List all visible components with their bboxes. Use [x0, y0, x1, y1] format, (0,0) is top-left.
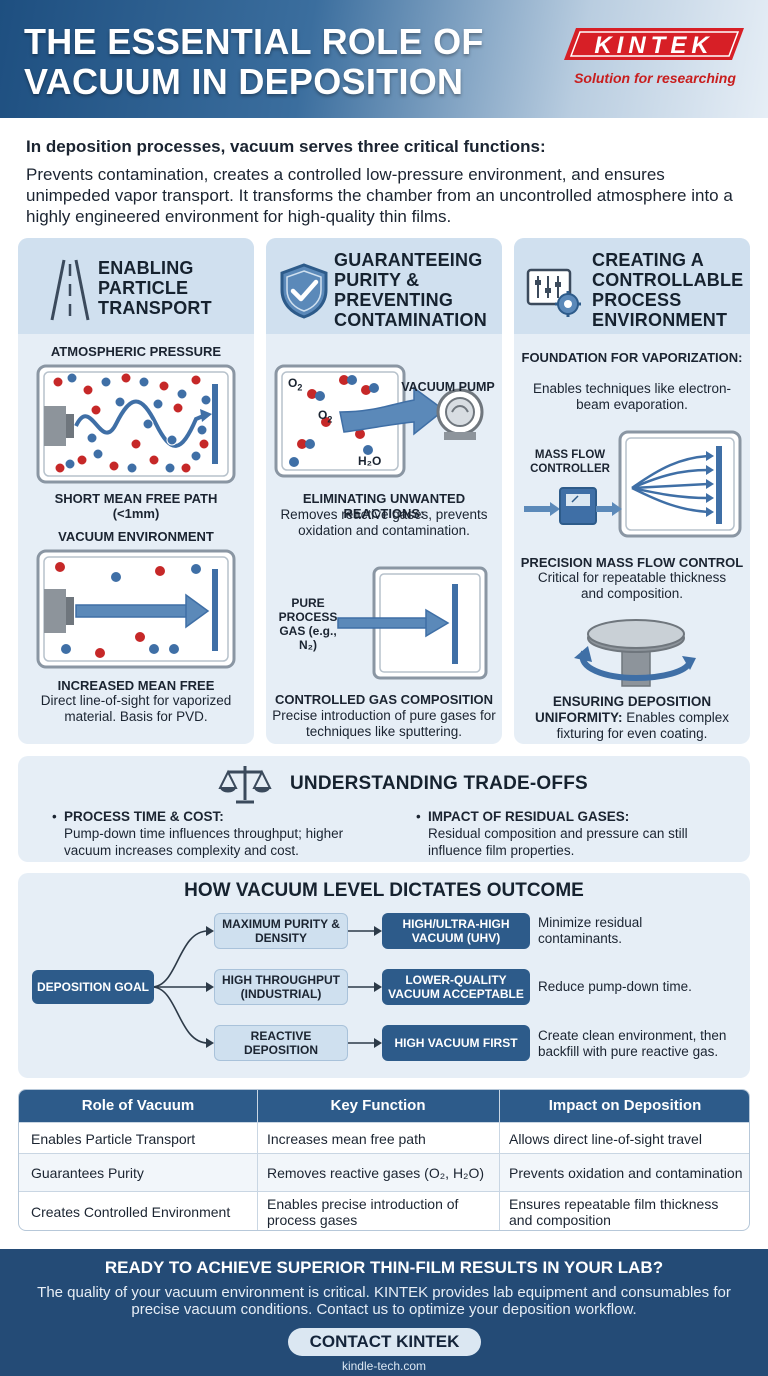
intro-lead: In deposition processes, vacuum serves t… — [26, 137, 546, 156]
mass-flow-diagram — [524, 430, 742, 538]
tradeoff-left-body: Pump-down time influences throughput; hi… — [64, 826, 344, 858]
process-gas-chamber-diagram — [337, 566, 488, 680]
mfc-label: MASS FLOW CONTROLLER — [530, 449, 610, 475]
tradeoff-right-title: IMPACT OF RESIDUAL GASES: — [428, 809, 630, 824]
page-title: THE ESSENTIAL ROLE OF VACUUM IN DEPOSITI… — [24, 21, 484, 102]
vacuum-high-first: HIGH VACUUM FIRST — [382, 1025, 530, 1061]
table-cell: Creates Controlled Environment — [31, 1204, 231, 1220]
vacuum-env-label: VACUUM ENVIRONMENT — [58, 529, 214, 544]
table-divider — [257, 1090, 258, 1230]
scales-icon — [218, 766, 272, 804]
outcome-note: Reduce pump-down time. — [538, 979, 692, 994]
need-throughput: HIGH THROUGHPUT (INDUSTRIAL) — [214, 969, 348, 1005]
short-path-label: SHORT MEAN FREE PATH (<1mm) — [54, 491, 218, 521]
panel-title: GUARANTEEING PURITY & PREVENTING CONTAMI… — [334, 250, 487, 330]
footer-body: The quality of your vacuum environment i… — [37, 1284, 731, 1318]
outcome-note: Minimize residual contaminants. — [538, 915, 643, 946]
brand-tagline: Solution for researching — [574, 70, 736, 86]
atmospheric-label: ATMOSPHERIC PRESSURE — [50, 344, 222, 359]
table-cell: Enables precise introduction of process … — [267, 1196, 459, 1228]
o2-label-b: O2 — [318, 408, 333, 425]
gas-composition-body: Precise introduction of pure gases for t… — [272, 708, 496, 739]
pure-gas-label: PURE PROCESS GAS (e.g., N₂) — [278, 596, 338, 652]
outcome-section: HOW VACUUM LEVEL DICTATES OUTCOME DEPOSI… — [18, 873, 750, 1078]
outcome-title: HOW VACUUM LEVEL DICTATES OUTCOME — [184, 880, 584, 901]
footer-url-link[interactable]: kindle-tech.com — [341, 1359, 427, 1373]
table-row: Guarantees Purity Removes reactive gases… — [19, 1153, 749, 1191]
table-row: Enables Particle Transport Increases mea… — [19, 1122, 749, 1153]
table-cell: Ensures repeatable film thickness and co… — [509, 1196, 719, 1228]
deposition-goal: DEPOSITION GOAL — [32, 970, 154, 1004]
foundation-title: FOUNDATION FOR VAPORIZATION: — [521, 350, 743, 365]
atmospheric-chamber-diagram — [36, 364, 236, 484]
column-header: Impact on Deposition — [548, 1097, 702, 1114]
table-cell: Removes reactive gases (O₂, H₂O) — [267, 1165, 485, 1181]
rotating-fixture-diagram — [574, 619, 696, 687]
road-icon — [50, 259, 90, 321]
kintek-logo: KINTEK — [564, 28, 744, 60]
foundation-body: Enables techniques like electron-beam ev… — [532, 381, 732, 412]
vacuum-chamber-diagram — [36, 549, 236, 669]
contact-kintek-button[interactable]: CONTACT KINTEK — [288, 1328, 481, 1356]
footer-cta: READY TO ACHIEVE SUPERIOR THIN-FILM RESU… — [0, 1249, 768, 1376]
column-header: Key Function — [330, 1097, 426, 1114]
table-cell: Prevents oxidation and contamination — [509, 1165, 743, 1181]
eliminating-body: Removes reactive gases, prevents oxidati… — [280, 507, 488, 538]
tradeoffs-section: UNDERSTANDING TRADE-OFFS • PROCESS TIME … — [18, 756, 750, 862]
contamination-diagram — [274, 364, 484, 478]
shield-check-icon — [280, 263, 328, 319]
uniformity-text: ENSURING DEPOSITION UNIFORMITY: Enables … — [520, 694, 744, 742]
control-panel-gear-icon — [526, 268, 581, 317]
panel-particle-transport: ENABLING PARTICLE TRANSPORT ATMOSPHERIC … — [18, 238, 254, 744]
header-banner: THE ESSENTIAL ROLE OF VACUUM IN DEPOSITI… — [0, 0, 768, 118]
intro: In deposition processes, vacuum serves t… — [26, 136, 746, 227]
increased-mfp-body: Direct line-of-sight for vaporized mater… — [40, 693, 232, 724]
panel-control: CREATING A CONTROLLABLE PROCESS ENVIRONM… — [514, 238, 750, 744]
tradeoff-right-body: Residual composition and pressure can st… — [428, 826, 688, 858]
gas-composition-title: CONTROLLED GAS COMPOSITION — [274, 692, 494, 707]
vacuum-uhv: HIGH/ULTRA-HIGH VACUUM (UHV) — [382, 913, 530, 949]
outcome-connectors — [151, 926, 382, 1048]
pmfc-title: PRECISION MASS FLOW CONTROL — [520, 555, 744, 570]
need-reactive: REACTIVE DEPOSITION — [214, 1025, 348, 1061]
table-cell: Enables Particle Transport — [31, 1130, 196, 1147]
uniformity-title: ENSURING DEPOSITION UNIFORMITY: — [534, 694, 712, 725]
table-cell: Increases mean free path — [267, 1130, 426, 1147]
tradeoffs-title: UNDERSTANDING TRADE-OFFS — [290, 773, 588, 794]
tradeoff-residual-gases: • IMPACT OF RESIDUAL GASES: Residual com… — [416, 808, 728, 859]
panel-title: ENABLING PARTICLE TRANSPORT — [98, 258, 212, 318]
summary-table: Role of Vacuum Key Function Impact on De… — [18, 1089, 750, 1231]
pmfc-body: Critical for repeatable thickness and co… — [537, 570, 727, 601]
table-header: Role of Vacuum Key Function Impact on De… — [19, 1090, 749, 1122]
o2-label-a: O2 — [288, 376, 303, 393]
intro-body: Prevents contamination, creates a contro… — [26, 165, 733, 226]
eliminating-title: ELIMINATING UNWANTED REACTIONS: — [302, 491, 466, 521]
panel-title: CREATING A CONTROLLABLE PROCESS ENVIRONM… — [592, 250, 744, 330]
brand-name: KINTEK — [594, 32, 713, 59]
column-header: Role of Vacuum — [81, 1097, 195, 1114]
table-cell: Allows direct line-of-sight travel — [509, 1130, 702, 1147]
need-max-purity: MAXIMUM PURITY & DENSITY — [214, 913, 348, 949]
brand-block[interactable]: KINTEK Solution for researching — [562, 26, 748, 86]
uniformity-body: Enables complex fixturing for even coati… — [556, 710, 730, 741]
vacuum-lower-quality: LOWER-QUALITY VACUUM ACCEPTABLE — [382, 969, 530, 1005]
bullet-icon: • — [52, 809, 57, 824]
bullet-icon: • — [416, 809, 421, 824]
table-divider — [499, 1090, 500, 1230]
h2o-label: H₂O — [358, 454, 382, 468]
footer-title: READY TO ACHIEVE SUPERIOR THIN-FILM RESU… — [104, 1258, 664, 1277]
vacuum-pump-label: VACUUM PUMP — [401, 380, 495, 394]
outcome-note: Create clean environment, then backfill … — [538, 1028, 727, 1059]
table-cell: Guarantees Purity — [31, 1165, 144, 1181]
tradeoff-time-cost: • PROCESS TIME & COST: Pump-down time in… — [52, 808, 394, 859]
tradeoff-left-title: PROCESS TIME & COST: — [64, 809, 224, 824]
increased-mfp-title: INCREASED MEAN FREE — [57, 678, 215, 693]
panel-purity: GUARANTEEING PURITY & PREVENTING CONTAMI… — [266, 238, 502, 744]
table-row: Creates Controlled Environment Enables p… — [19, 1191, 749, 1230]
